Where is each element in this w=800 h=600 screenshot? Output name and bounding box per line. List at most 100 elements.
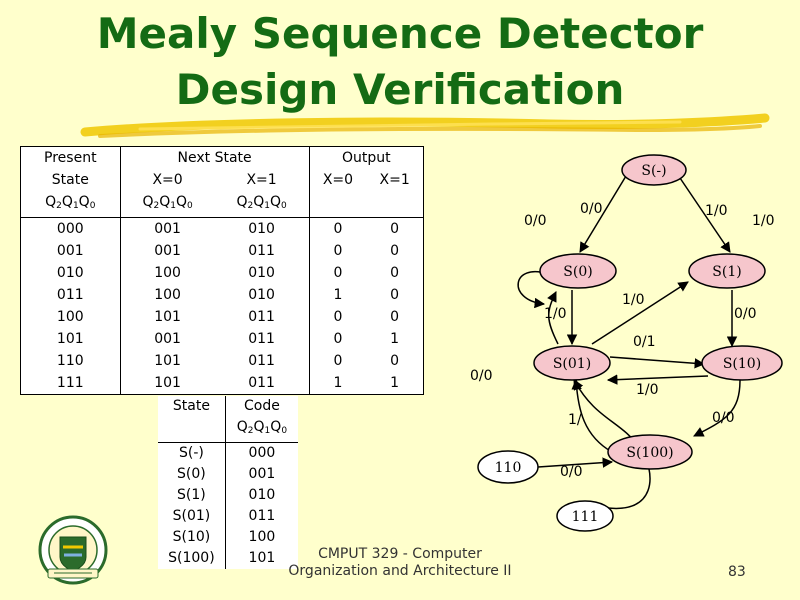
node-label-s01: S(01) (553, 356, 591, 372)
edge-label: 1/0 (544, 306, 567, 322)
title-line-1: Mealy Sequence Detector (96, 9, 704, 58)
node-label-111: 111 (572, 509, 599, 525)
cell-out1: 1 (390, 331, 400, 347)
edge-s0-self (517, 271, 549, 309)
edge-s10-s100 (693, 379, 741, 437)
table-row: 001 001 011 0 0 (20, 240, 424, 262)
edge-label: 1/0 (622, 292, 645, 308)
edge-sdash-s1 (679, 177, 731, 253)
table-row: 000 001 010 0 0 (20, 217, 424, 240)
table-row: S(01) 011 (158, 506, 298, 527)
header-empty (366, 191, 424, 218)
cell-present: 011 (20, 284, 121, 306)
cell-next1: 010 (214, 217, 310, 240)
cell-out1: 0 (390, 221, 400, 237)
header-next-state: Next State (120, 146, 310, 169)
cell-present: 010 (20, 262, 121, 284)
table-row: S(100)101 (158, 548, 298, 569)
cell-present: 001 (20, 240, 121, 262)
table-row: S(1) 010 (158, 485, 298, 506)
cell-present: 111 (20, 372, 121, 395)
code-cell-state: S(1) (158, 485, 226, 506)
edge-label: 1/0 (752, 213, 775, 229)
state-node-s-dash (621, 154, 687, 186)
node-label-110: 110 (495, 460, 522, 476)
node-label-s100: S(100) (626, 445, 673, 461)
cell-next0: 101 (154, 375, 181, 391)
cell-present: 100 (20, 306, 121, 328)
code-cell-state: S(01) (158, 506, 226, 527)
table-row: 111 101 011 1 1 (20, 372, 424, 395)
header-next-x0: X=0 (152, 172, 183, 188)
cell-next0: 100 (154, 265, 181, 281)
edge-s01-s1 (591, 281, 689, 345)
cell-next0: 101 (154, 309, 181, 325)
cell-out1: 0 (390, 243, 400, 259)
cell-next0: 001 (154, 243, 181, 259)
footer-line-1: CMPUT 329 - Computer (318, 546, 482, 562)
code-header-empty (158, 417, 226, 443)
cell-out1: 0 (390, 287, 400, 303)
table-row: 010 100 010 0 0 (20, 262, 424, 284)
page-number: 83 (728, 564, 746, 580)
edge-label: 1/ (568, 412, 582, 428)
edge-label: 0/0 (560, 464, 583, 480)
cell-out0: 1 (333, 375, 343, 391)
university-seal-logo (38, 515, 108, 585)
edge-label: 0/0 (580, 201, 603, 217)
edge-label: 1/0 (705, 203, 728, 219)
cell-present: 101 (20, 328, 121, 350)
code-cell-code: 010 (248, 487, 276, 503)
code-header-state: State (158, 396, 226, 417)
edge-s01-s10 (609, 356, 706, 369)
state-node-s100 (607, 434, 693, 470)
table-row: S(-) 000 (158, 442, 298, 464)
code-cell-code: 100 (248, 529, 276, 545)
cell-next1: 011 (214, 350, 310, 372)
cell-out0: 1 (333, 287, 343, 303)
edge-label: 0/1 (633, 334, 656, 350)
code-header-bits: Q2Q1Q0 (225, 417, 298, 443)
edge-s01-s0 (547, 291, 559, 345)
code-cell-state: S(100) (158, 548, 226, 569)
header-state: State (20, 169, 121, 191)
cell-next1: 011 (214, 306, 310, 328)
code-cell-state: S(10) (158, 527, 226, 548)
state-node-110 (477, 450, 539, 484)
code-cell-code: 011 (248, 508, 276, 524)
table-row: 011 100 010 1 0 (20, 284, 424, 306)
edge-label: 0/0 (712, 410, 735, 426)
table-row: 110 101 011 0 0 (20, 350, 424, 372)
cell-next0: 001 (154, 331, 181, 347)
cell-next1: 011 (214, 372, 310, 395)
header-code-next0: Q2Q1Q0 (120, 191, 215, 218)
state-node-s0 (539, 253, 617, 289)
code-cell-state: S(-) (158, 442, 226, 464)
cell-out0: 0 (333, 353, 343, 369)
cell-out0: 0 (333, 243, 343, 259)
node-label-s1: S(1) (712, 264, 741, 280)
state-node-s10 (701, 345, 783, 381)
cell-out1: 0 (390, 353, 400, 369)
cell-next1: 010 (214, 262, 310, 284)
header-out-x1: X=1 (379, 172, 410, 188)
table-row: S(10) 100 (158, 527, 298, 548)
code-cell-code: 000 (248, 445, 276, 461)
cell-next0: 001 (154, 221, 181, 237)
edge-label: 0/0 (470, 368, 493, 384)
cell-out1: 0 (390, 309, 400, 325)
title-highlight-stroke (80, 113, 770, 138)
header-out-x0: X=0 (322, 172, 354, 188)
cell-out0: 0 (333, 331, 343, 347)
code-cell-state: S(0) (158, 464, 226, 485)
edge-label: 0/0 (734, 306, 757, 322)
edge-label: 0/0 (524, 213, 547, 229)
cell-out0: 0 (333, 265, 343, 281)
cell-out0: 0 (333, 221, 343, 237)
footer-line-2: Organization and Architecture II (288, 563, 512, 579)
header-next-x1: X=1 (214, 169, 310, 191)
cell-next1: 011 (214, 328, 310, 350)
cell-present: 110 (20, 350, 121, 372)
edge-110-s100 (537, 457, 614, 468)
header-code-present: Q2Q1Q0 (20, 191, 121, 218)
